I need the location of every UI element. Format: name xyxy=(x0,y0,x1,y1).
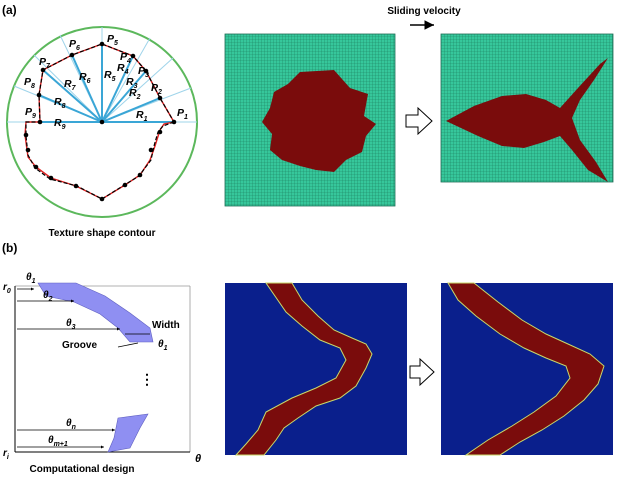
ri-label: ri xyxy=(3,448,10,461)
point-label-1: P1 xyxy=(177,107,188,121)
radius-label-7: R7 xyxy=(64,78,77,92)
initial-groove-shape xyxy=(234,282,373,456)
optimized-groove-shape xyxy=(447,282,605,456)
point-label-5: P5 xyxy=(107,33,118,47)
texture-shape-caption: Texture shape contour xyxy=(48,228,155,239)
computational-design-caption: Computational design xyxy=(30,464,135,475)
optimized-groove-field xyxy=(441,282,613,456)
contour-points xyxy=(23,41,177,202)
r0-label: r0 xyxy=(3,282,11,295)
theta-n-label: θn xyxy=(66,418,76,431)
computational-design-schematic xyxy=(14,282,191,453)
point-label-9: P9 xyxy=(25,106,36,120)
panel-b-label: (b) xyxy=(2,241,17,255)
initial-texture-grid xyxy=(224,33,396,207)
theta-2-label: θ2 xyxy=(43,290,53,303)
radius-label-3: R3 xyxy=(126,76,138,90)
theta-1b-label: θ1 xyxy=(158,339,168,352)
radius-label-8: R8 xyxy=(54,96,66,110)
point-label-3: P3 xyxy=(138,65,149,79)
groove-top xyxy=(37,282,154,343)
width-label: Width xyxy=(152,320,180,331)
radius-label-5: R5 xyxy=(104,69,116,83)
contour-dashed xyxy=(25,43,175,200)
initial-groove-field xyxy=(225,282,407,456)
point-label-6: P6 xyxy=(69,38,80,52)
transition-arrow-b xyxy=(409,357,435,387)
radius-label-6: R6 xyxy=(79,71,91,85)
transition-arrow-a xyxy=(405,106,433,136)
polar-contour-diagram: P1 P2 P3 P4 P5 P6 P7 P8 P9 R1 R2 R3 R4 R… xyxy=(6,26,198,218)
theta-3-label: θ3 xyxy=(66,318,76,331)
radius-rays xyxy=(38,44,174,123)
panel-a-label: (a) xyxy=(2,3,17,17)
initial-texture-shape xyxy=(262,70,376,172)
point-label-4: P4 xyxy=(120,51,131,65)
radius-label-1: R1 xyxy=(136,109,148,123)
radius-label-4: R4 xyxy=(117,62,129,76)
groove-bottom xyxy=(107,413,149,453)
optimized-texture-grid xyxy=(440,33,614,183)
point-label-8: P8 xyxy=(24,76,35,90)
point-label-7: P7 xyxy=(39,56,51,70)
ellipsis-label: ⋮ xyxy=(140,371,154,387)
theta-m1-label: θm+1 xyxy=(48,435,68,448)
radius-label-9: R9 xyxy=(54,117,66,131)
optimized-texture-shape xyxy=(446,58,608,182)
point-label-2: P2 xyxy=(151,82,162,96)
groove-label: Groove xyxy=(62,340,97,351)
sliding-velocity-label: Sliding velocity xyxy=(387,6,461,17)
theta-1-label: θ1 xyxy=(26,272,36,285)
radius-label-2: R2 xyxy=(129,87,141,101)
theta-axis-label: θ xyxy=(195,453,201,465)
